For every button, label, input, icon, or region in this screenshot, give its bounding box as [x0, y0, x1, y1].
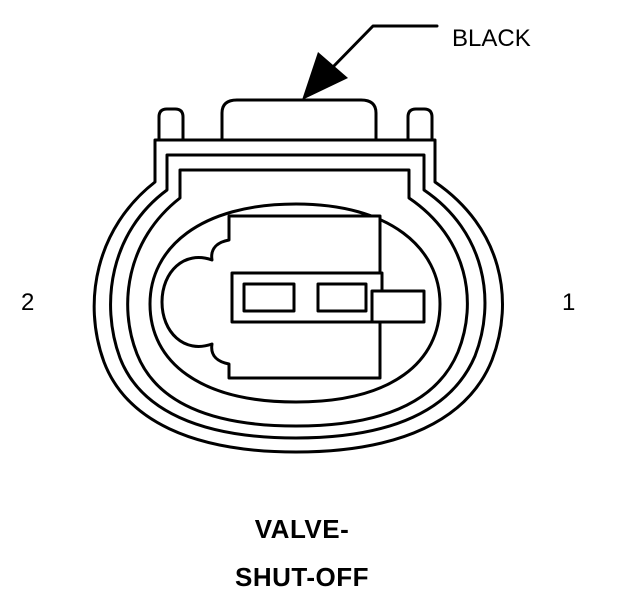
terminal-slot-1	[242, 282, 296, 313]
connector-housing-inner	[126, 168, 469, 428]
latch-tab	[220, 98, 378, 142]
arrowhead	[302, 52, 348, 100]
connector-name-line1: VALVE-	[255, 514, 349, 544]
terminal-cavity	[148, 202, 442, 404]
color-callout	[302, 24, 439, 100]
locating-post-left	[157, 107, 185, 140]
connector-name-line2: SHUT-OFF	[235, 562, 369, 592]
locating-post-right	[406, 107, 434, 140]
leader-line	[328, 24, 439, 72]
connector-housing-middle	[109, 153, 487, 440]
terminal-blade	[230, 271, 384, 324]
terminal-slot-2	[316, 282, 368, 313]
wire-color-label: BLACK	[452, 25, 531, 52]
terminal-tang	[370, 289, 426, 324]
pin-label-1: 1	[562, 289, 575, 316]
pin-label-2: 2	[21, 289, 34, 316]
